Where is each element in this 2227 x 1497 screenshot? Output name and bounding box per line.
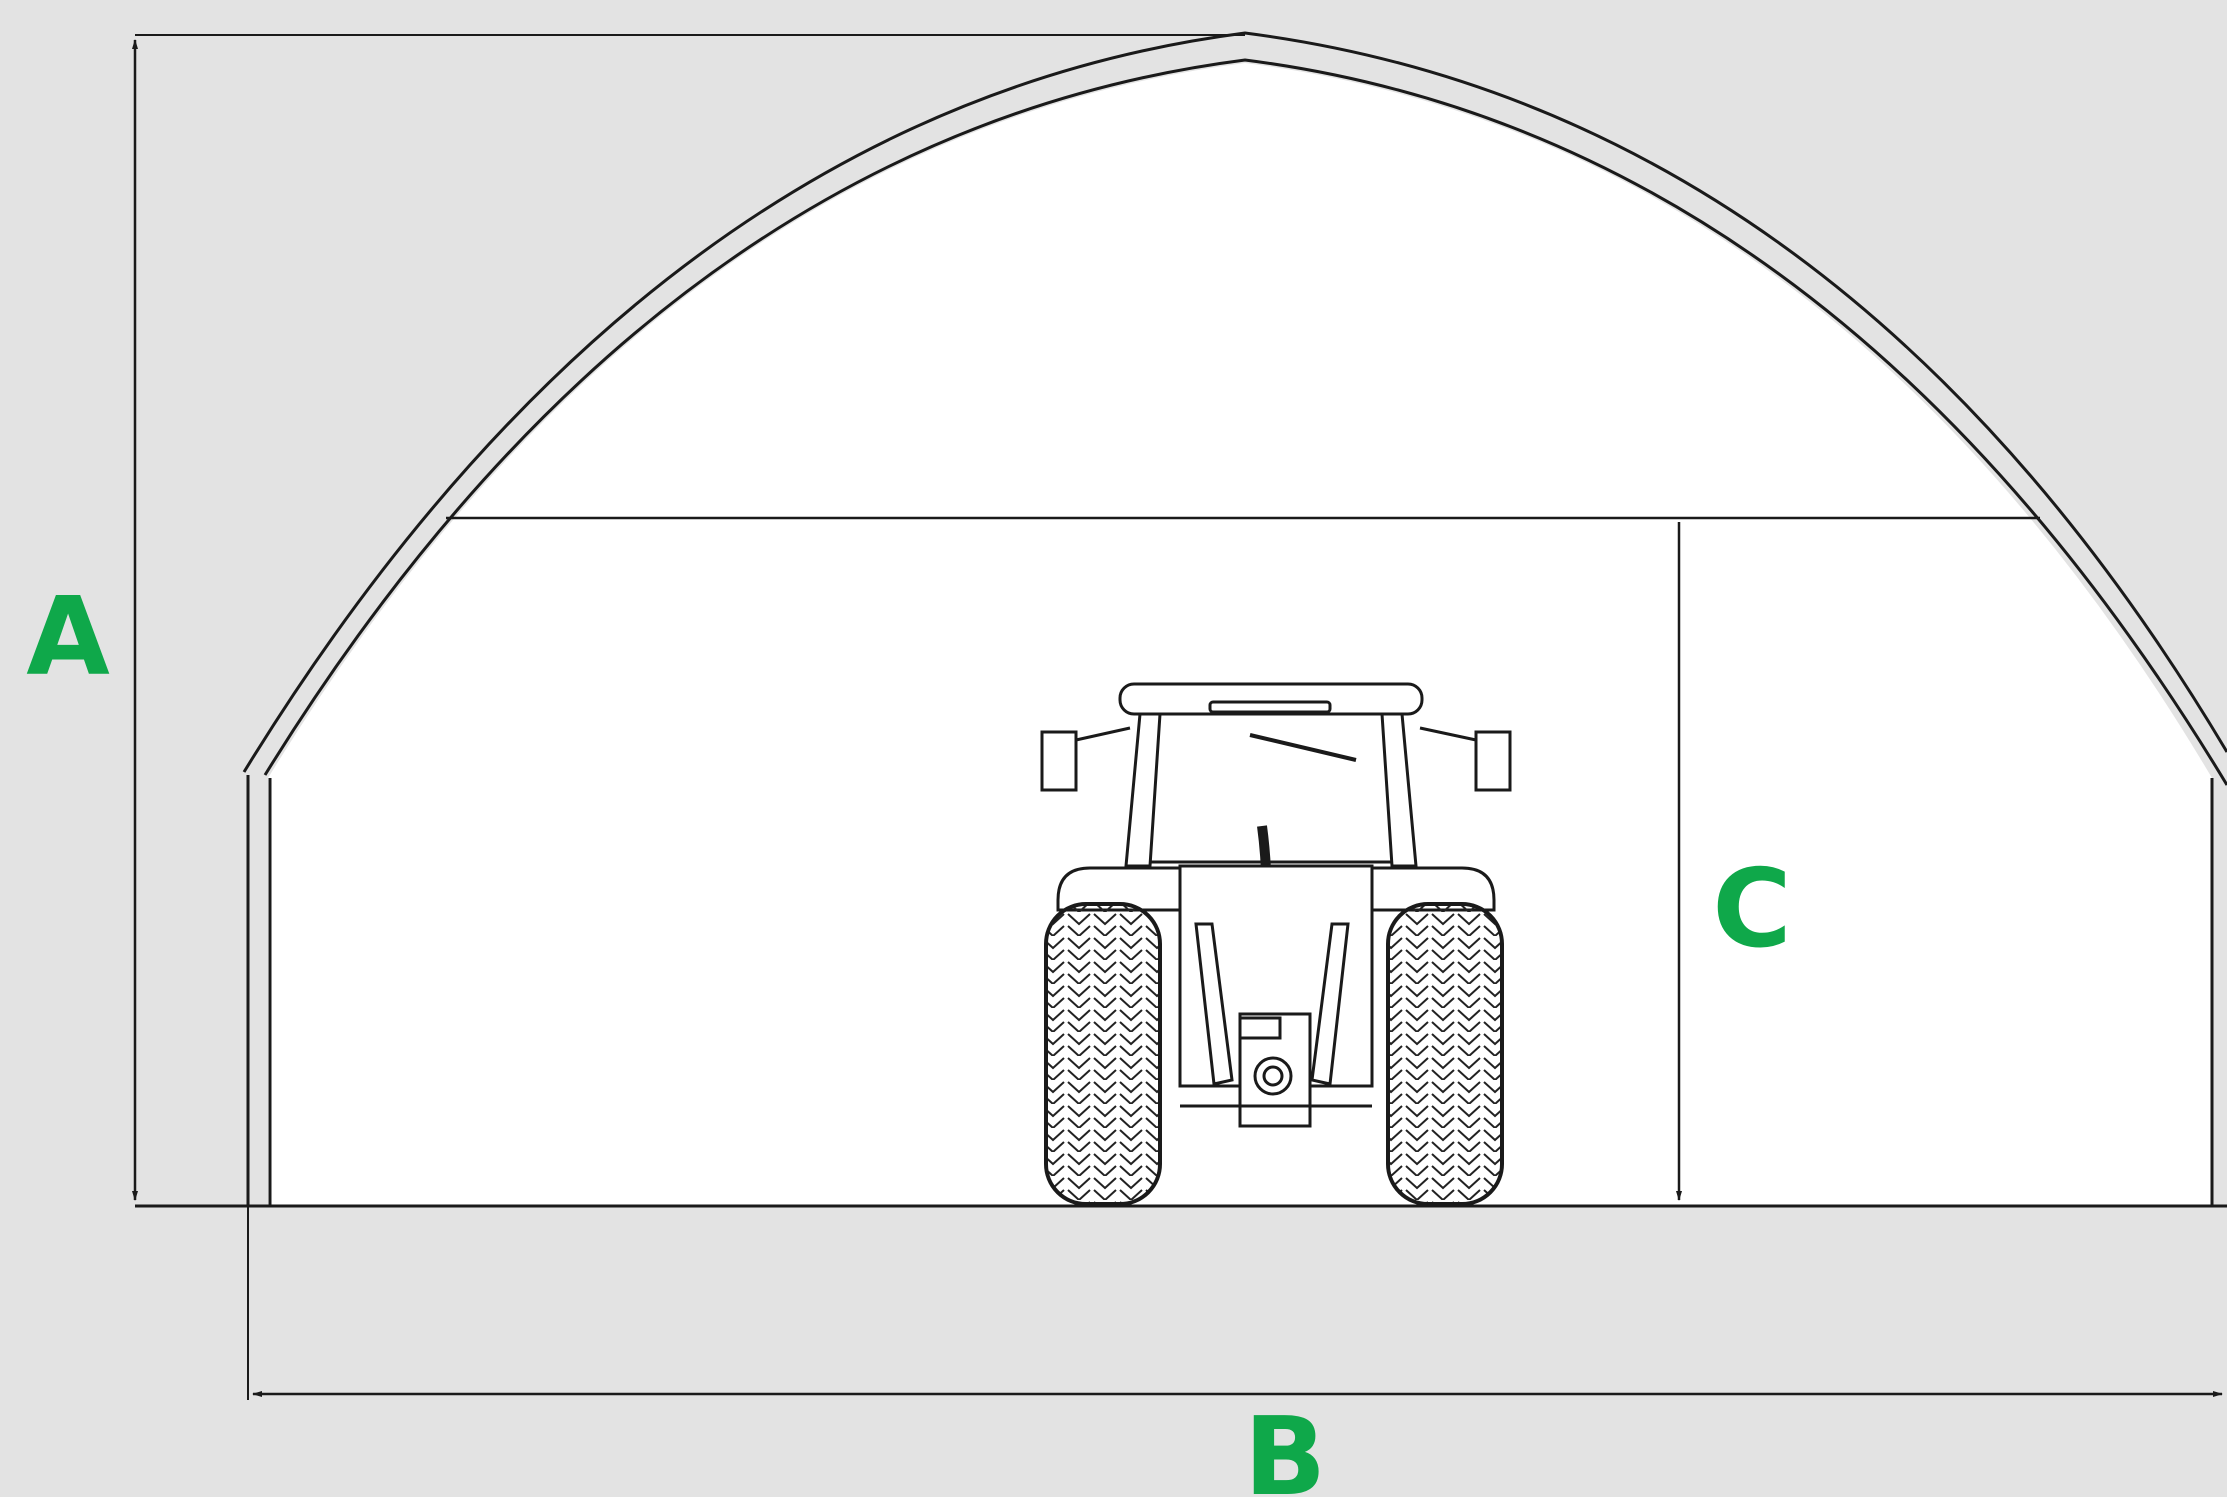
dimension-b: B: [247, 1206, 2223, 1497]
dimension-a: A: [26, 34, 1245, 1201]
dimension-a-label: A: [26, 575, 110, 700]
dimension-c: C: [1676, 522, 1792, 1201]
arch-interior: [268, 63, 2212, 1205]
arch-roof-inner: [263, 58, 2227, 786]
arch-building: [135, 31, 2227, 1208]
arch-roof-outer: [242, 31, 2227, 773]
tractor-rear-view-icon: [1040, 682, 1512, 1206]
dimension-c-label: C: [1712, 847, 1791, 972]
dimension-b-label: B: [1244, 1395, 1326, 1497]
